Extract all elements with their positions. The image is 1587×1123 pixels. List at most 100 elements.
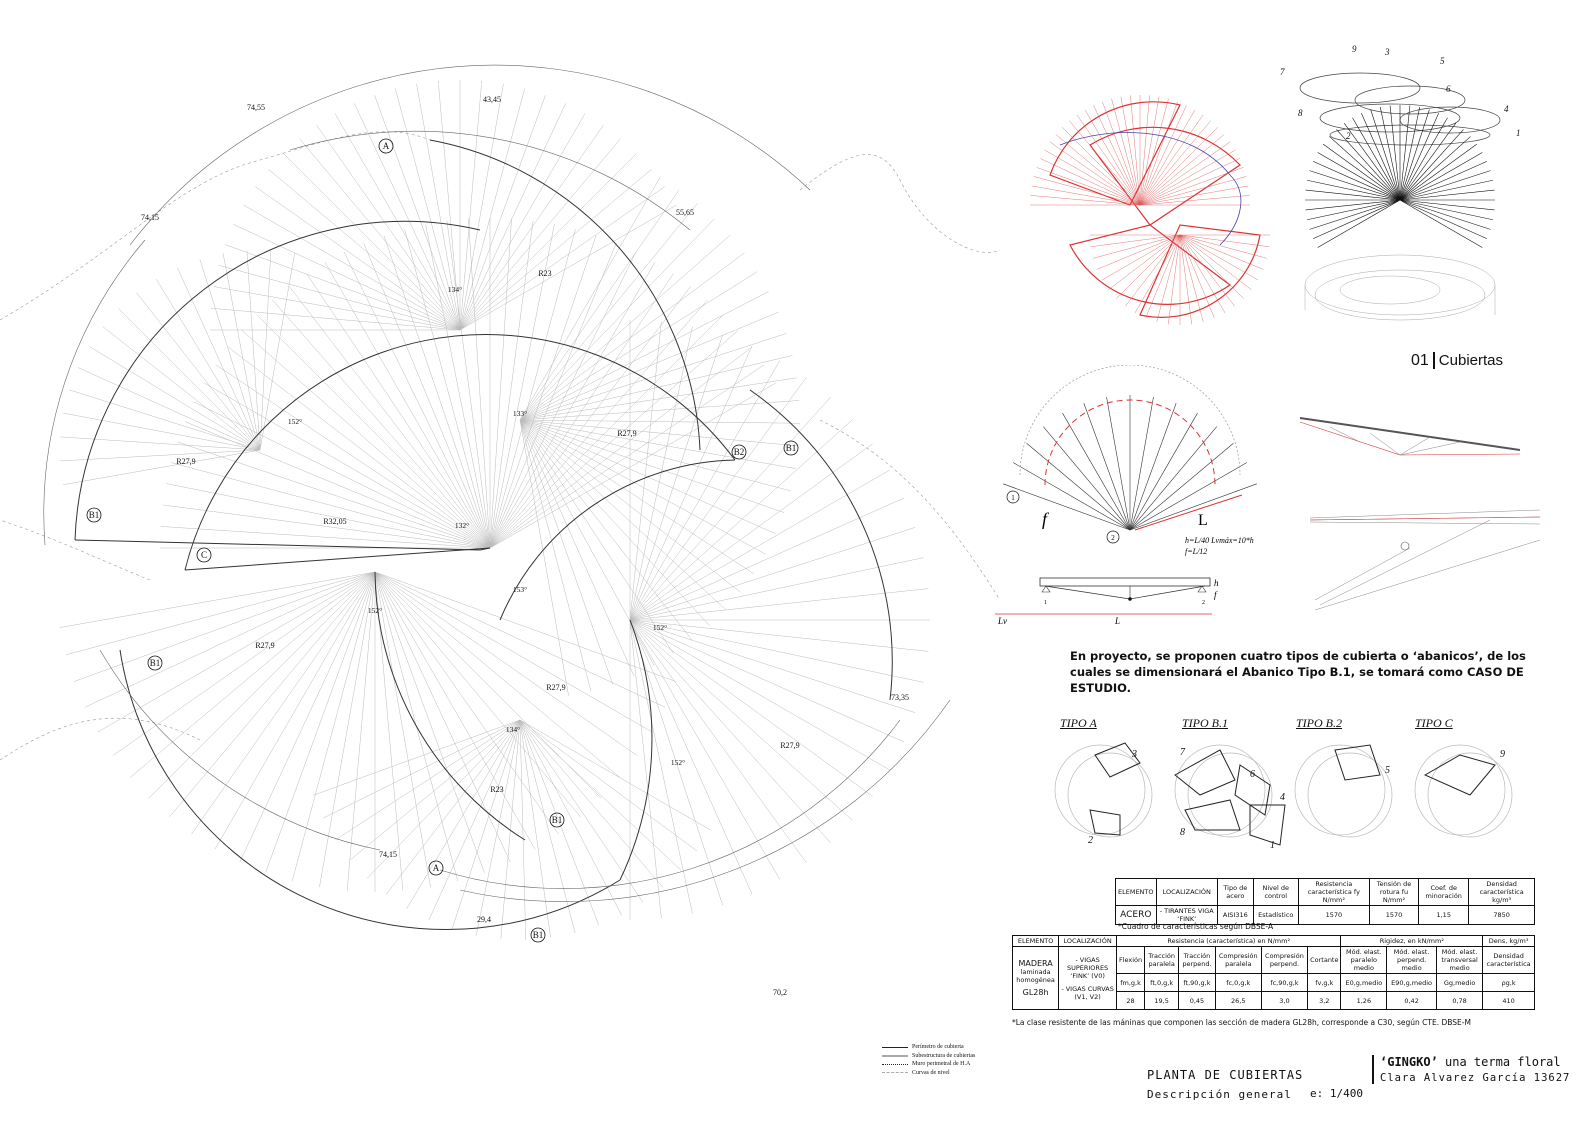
angle-label: 132° (455, 521, 469, 530)
roof-type-label: A (383, 141, 390, 151)
radius-label: R23 (538, 269, 551, 278)
angle-label: 152° (671, 758, 685, 767)
type-number: 5 (1385, 765, 1390, 776)
table-header: ELEMENTO (1011, 935, 1060, 947)
dim-label: 74,15 (141, 213, 159, 222)
fan-f-label: f (1042, 509, 1050, 529)
table-cell: 7850 (1468, 905, 1535, 925)
table-subheader: Mód. elast. transversal medio (1435, 946, 1484, 974)
axo-number: 5 (1440, 56, 1445, 66)
fan-diagram: f L 1 2 h=L/40 Lvmáx=10*h (1003, 365, 1257, 545)
table-subheader: Mód. elast. paralelo medio (1340, 946, 1388, 974)
section-label: Cubiertas (1438, 352, 1503, 369)
table-row: 28 19,5 0,45 26,5 3,0 3,2 1,26 0,42 0,78… (1013, 991, 1535, 1010)
fan-substructure (59, 80, 930, 940)
table-cell: 28 (1115, 991, 1146, 1010)
legend-item: Subestructura de cubiertas (882, 1052, 975, 1061)
dim-label: 74,55 (247, 103, 265, 112)
table-header: ELEMENTO (1115, 878, 1157, 906)
axo-number: 2 (1346, 131, 1351, 141)
radius-label: R32,05 (323, 517, 346, 526)
dim-label: 43,45 (483, 95, 501, 104)
type-label: TIPO C (1415, 716, 1453, 730)
radius-label: R27,9 (546, 683, 565, 692)
type-number: 1 (1270, 840, 1275, 850)
table-header: Coef. de minoración (1418, 878, 1470, 906)
wood-location: - VIGAS SUPERIORES ‘FINK’ (V0) (1066, 955, 1109, 980)
drawing-title: PLANTA DE CUBIERTAS (1147, 1068, 1304, 1082)
fan-formula-2: f=L/12 (1185, 547, 1207, 556)
wood-element-sub: laminada homogénea (1016, 968, 1055, 984)
table-header: Tipo de acero (1216, 878, 1254, 906)
dim-label: 74,15 (379, 850, 397, 859)
roof-type-label: B2 (734, 447, 745, 457)
legend-label: Muro perimetral de H.A (912, 1061, 971, 1067)
roof-type-label: B1 (786, 443, 797, 453)
legend-item: Curvas de nivel (882, 1069, 975, 1078)
red-fan-axonometric (1030, 95, 1270, 325)
radius-label: R27,9 (255, 641, 274, 650)
table-cell: 0,78 (1435, 991, 1484, 1010)
roof-type-label: B1 (533, 930, 544, 940)
table-cell: 1570 (1368, 905, 1420, 925)
table-subheader: Tracción paralela (1144, 946, 1180, 974)
table-symbol: E90,g,medio (1386, 973, 1437, 992)
legend-label: Perímetro de cubierta (912, 1044, 964, 1050)
legend-item: Perímetro de cubierta (882, 1043, 975, 1052)
roof-type-label: C (201, 550, 207, 560)
fan-marker: 1 (1011, 494, 1015, 502)
angle-label: 152° (368, 606, 382, 615)
table-cell: 3,2 (1307, 991, 1342, 1010)
table-header: Nivel de control (1252, 878, 1299, 906)
dim-label: 55,65 (676, 208, 694, 217)
support-number: 1 (1044, 600, 1047, 606)
roof-type-label: B1 (552, 815, 563, 825)
type-number: 3 (1131, 749, 1137, 760)
axo-number: 3 (1384, 47, 1390, 57)
angle-label: 152° (653, 623, 667, 632)
table-symbol: ρg,k (1482, 973, 1535, 992)
table-cell: 19,5 (1144, 991, 1180, 1010)
axo-number: 7 (1280, 67, 1285, 77)
dim-label: 73,35 (891, 693, 909, 702)
radius-label: R27,9 (176, 457, 195, 466)
table-header: Densidad característica kg/m³ (1468, 878, 1535, 906)
angle-label: 134° (448, 285, 462, 294)
dim-label: 70,2 (773, 988, 787, 997)
table-cell: 1,15 (1418, 905, 1470, 925)
wood-note: *La clase resistente de las máninas que … (1012, 1018, 1471, 1027)
section-number: 01 (1411, 352, 1435, 369)
fink-truss-detail (1299, 417, 1541, 611)
fan-marker: 2 (1111, 534, 1115, 542)
dimension-arcs (43, 64, 951, 902)
table-subheader: Compresión paralela (1214, 946, 1262, 974)
table-subheader: Densidad característica (1482, 946, 1535, 974)
radius-label: R23 (490, 785, 503, 794)
radius-label: R27,9 (780, 741, 799, 750)
table-cell: 0,42 (1386, 991, 1437, 1010)
type-label: TIPO A (1060, 716, 1097, 730)
table-subheader: Mód. elast. perpend. medio (1386, 946, 1437, 974)
table-subheader: Cortante (1307, 946, 1342, 974)
table-symbol: fv,g,k (1307, 973, 1342, 992)
angle-label: 152° (288, 417, 302, 426)
support-number: 2 (1202, 600, 1205, 606)
roof-type-label: A (433, 863, 440, 873)
drawing-subtitle: Descripción general (1147, 1088, 1292, 1101)
beam-lv: Lv (997, 616, 1007, 626)
type-number: 7 (1180, 747, 1186, 758)
dim-label: 29,4 (477, 915, 491, 924)
angle-label: 153° (513, 585, 527, 594)
roof-plan-drawing: 74,55 43,45 74,15 55,65 74,15 29,4 70,2 … (0, 64, 1000, 997)
table-cell: 1,26 (1340, 991, 1388, 1010)
table-row: ACERO - TIRANTES VIGA ‘FINK’ AISI316 Est… (1115, 905, 1535, 925)
drawing-scale: e: 1/400 (1310, 1087, 1363, 1100)
axo-number: 4 (1504, 104, 1509, 114)
table-subheader: Flexión (1115, 946, 1146, 974)
angle-label: 134° (506, 725, 520, 734)
legend-item: Muro perimetral de H.A (882, 1060, 975, 1069)
wood-class: GL28h (1022, 988, 1049, 997)
table-symbol: ft,90,g,k (1178, 973, 1216, 992)
title-block: PLANTA DE CUBIERTAS Descripción general (1147, 1068, 1303, 1101)
beam-diagram: h f Lv L 1 2 (995, 577, 1219, 626)
